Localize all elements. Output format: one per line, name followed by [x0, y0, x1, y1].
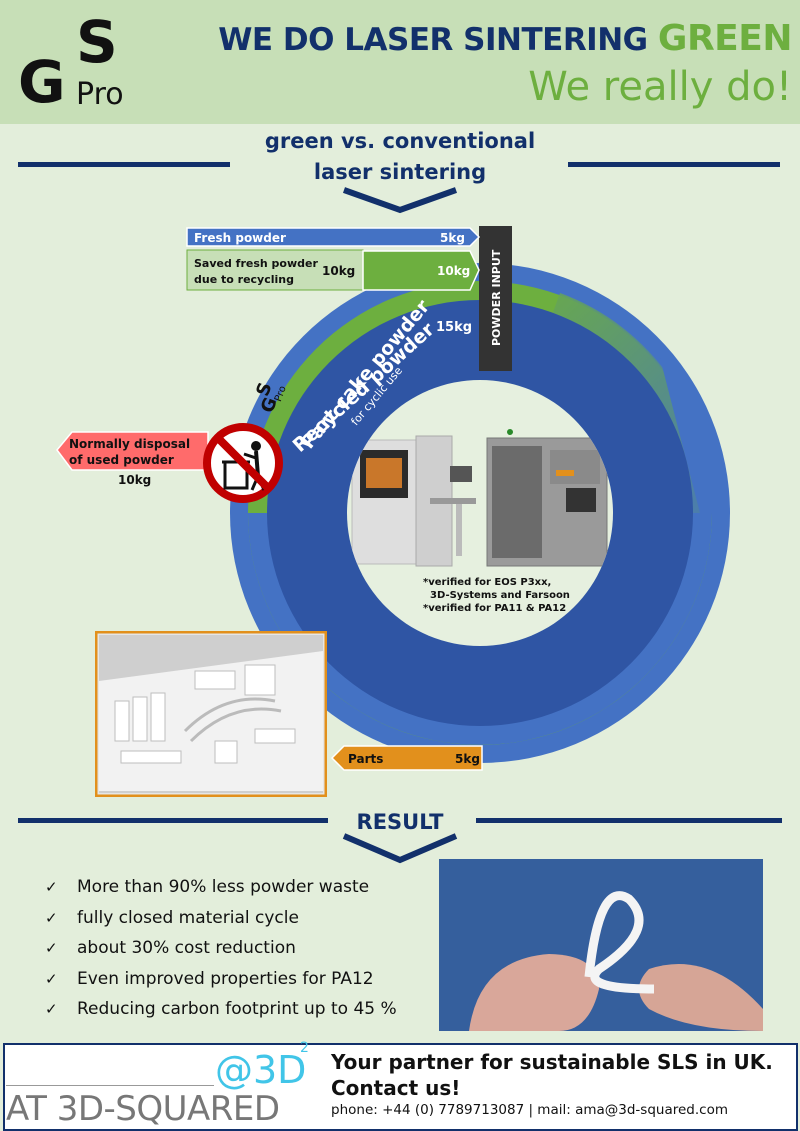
headline-green: GREEN — [657, 18, 793, 59]
benefit-text: Even improved properties for PA12 — [77, 968, 374, 989]
brand-at-logo: @3D — [215, 1048, 307, 1092]
section-subtitle: green vs. conventional laser sintering — [240, 126, 560, 188]
brand-superscript: 2 — [300, 1040, 309, 1056]
checkmark-icon: ✓ — [45, 1000, 58, 1018]
partner-text: Your partner for sustainable SLS in UK. — [331, 1050, 773, 1074]
benefit-text: fully closed material cycle — [77, 907, 299, 928]
benefits-list: ✓ More than 90% less powder waste ✓ fully … — [45, 872, 397, 1025]
benefit-text: Reducing carbon footprint up to 45 % — [77, 999, 397, 1019]
headline: WE DO LASER SINTERING GREEN — [218, 18, 792, 59]
verified-note-2: 3D-Systems and Farsoon — [430, 590, 570, 601]
parts-value: 5kg — [455, 752, 480, 766]
disposal-label-2: of used powder — [69, 453, 174, 467]
brand-name: AT 3D-SQUARED — [6, 1089, 280, 1129]
divider-left — [18, 162, 230, 167]
checkmark-icon: ✓ — [45, 939, 58, 957]
contact-details: phone: +44 (0) 7789713087 | mail: ama@3d… — [331, 1102, 728, 1118]
saved-powder-box — [186, 249, 364, 291]
powder-input-label: POWDER INPUT — [490, 249, 503, 346]
headline-text: WE DO LASER SINTERING — [218, 22, 648, 58]
saved-label-2: due to recycling — [194, 273, 294, 286]
logo-letter-g: G — [18, 48, 66, 110]
sls-machines-image — [351, 429, 608, 567]
logo-pro: Pro — [76, 77, 124, 110]
list-item: ✓ More than 90% less powder waste — [45, 872, 397, 903]
divider-result-right — [476, 818, 782, 823]
divider-result-left — [18, 818, 328, 823]
recycled-value: 10kg — [437, 264, 470, 278]
footer — [3, 1043, 798, 1131]
recycled-arrow — [362, 250, 480, 291]
list-item: ✓ fully closed material cycle — [45, 903, 397, 934]
svg-text:Pro: Pro — [273, 385, 289, 404]
powder-input-bar — [479, 226, 512, 371]
saved-label-1: Saved fresh powder — [194, 257, 318, 270]
part-cake-value: 15kg — [436, 320, 472, 335]
fresh-powder-arrow — [186, 227, 481, 247]
list-item: ✓ about 30% cost reduction — [45, 933, 397, 964]
subtitle-line-1: green vs. conventional — [264, 129, 536, 153]
disposal-label-1: Normally disposal — [69, 437, 190, 451]
disposal-value: 10kg — [118, 473, 151, 487]
checkmark-icon: ✓ — [45, 878, 58, 896]
header-banner — [0, 0, 800, 124]
flexible-part-photo — [439, 859, 763, 1031]
brand-divider — [6, 1085, 214, 1086]
verified-note-3: *verified for PA11 & PA12 — [423, 603, 566, 614]
fresh-powder-value: 5kg — [440, 231, 465, 245]
tagline: We really do! — [528, 64, 792, 110]
divider-right — [568, 162, 780, 167]
parts-arrow — [330, 745, 483, 771]
logo-letter-s: S — [76, 10, 118, 76]
svg-text:G: G — [257, 395, 282, 416]
chevron-down-icon — [342, 833, 458, 864]
subtitle-line-2: laser sintering — [313, 160, 487, 184]
contact-heading: Contact us! — [331, 1076, 461, 1100]
verified-note-1: *verified for EOS P3xx, — [423, 577, 551, 588]
chevron-down-icon — [342, 187, 458, 214]
benefit-text: More than 90% less powder waste — [77, 877, 370, 897]
result-title: RESULT — [356, 810, 444, 834]
gs-pro-logo: S G Pro — [18, 10, 124, 110]
saved-value: 10kg — [322, 264, 355, 278]
checkmark-icon: ✓ — [45, 908, 58, 927]
fresh-powder-label: Fresh powder — [194, 231, 286, 245]
list-item: ✓ Reducing carbon footprint up to 45 % — [45, 994, 397, 1025]
printed-part-photo — [95, 631, 327, 797]
parts-label: Parts — [348, 752, 383, 766]
no-disposal-icon — [203, 423, 283, 503]
checkmark-icon: ✓ — [45, 969, 58, 988]
list-item: ✓ Even improved properties for PA12 — [45, 964, 397, 995]
benefit-text: about 30% cost reduction — [77, 938, 296, 958]
material-cycle-diagram: *verified for EOS P3xx, 3D-Systems and F… — [56, 226, 730, 771]
